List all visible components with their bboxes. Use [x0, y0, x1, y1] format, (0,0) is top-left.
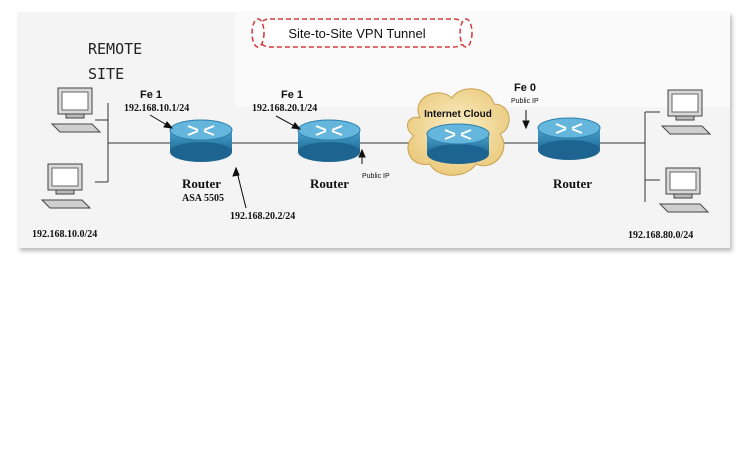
workstation-icon: [658, 167, 710, 213]
workstation-icon: [50, 87, 102, 133]
links: [95, 103, 660, 202]
router2-label: Router: [310, 176, 349, 191]
router-icon: [297, 119, 361, 162]
right-lan-subnet: 192.168.80.0/24: [628, 230, 693, 241]
router3-label: Router: [553, 176, 592, 191]
workstation-icon: [40, 163, 92, 209]
tunnel-label: Site-to-Site VPN Tunnel: [288, 26, 425, 41]
router2-port: Fe 1: [281, 89, 303, 101]
router3-public-ip: Public IP: [511, 98, 539, 105]
router1-outside-ip: 192.168.20.2/24: [230, 211, 295, 222]
remote-site-label-1: REMOTE: [88, 40, 142, 58]
router2-public-ip: Public IP: [362, 173, 390, 180]
vpn-tunnel: Site-to-Site VPN Tunnel: [251, 18, 473, 48]
workstation-icon: [660, 89, 712, 135]
pointer-arrows: [149, 110, 530, 209]
left-lan-subnet: 192.168.10.0/24: [32, 229, 97, 240]
router1-sublabel: ASA 5505: [182, 193, 224, 204]
router3-port: Fe 0: [514, 82, 536, 94]
router1-ip: 192.168.10.1/24: [124, 103, 189, 114]
router-icon: [426, 123, 490, 164]
router1-label: Router: [182, 176, 221, 191]
router1-port: Fe 1: [140, 89, 162, 101]
remote-site-label-2: SITE: [88, 65, 124, 83]
router2-ip: 192.168.20.1/24: [252, 103, 317, 114]
router-icon: [169, 119, 233, 162]
cloud-label: Internet Cloud: [424, 109, 492, 120]
router-icon: [537, 117, 601, 160]
